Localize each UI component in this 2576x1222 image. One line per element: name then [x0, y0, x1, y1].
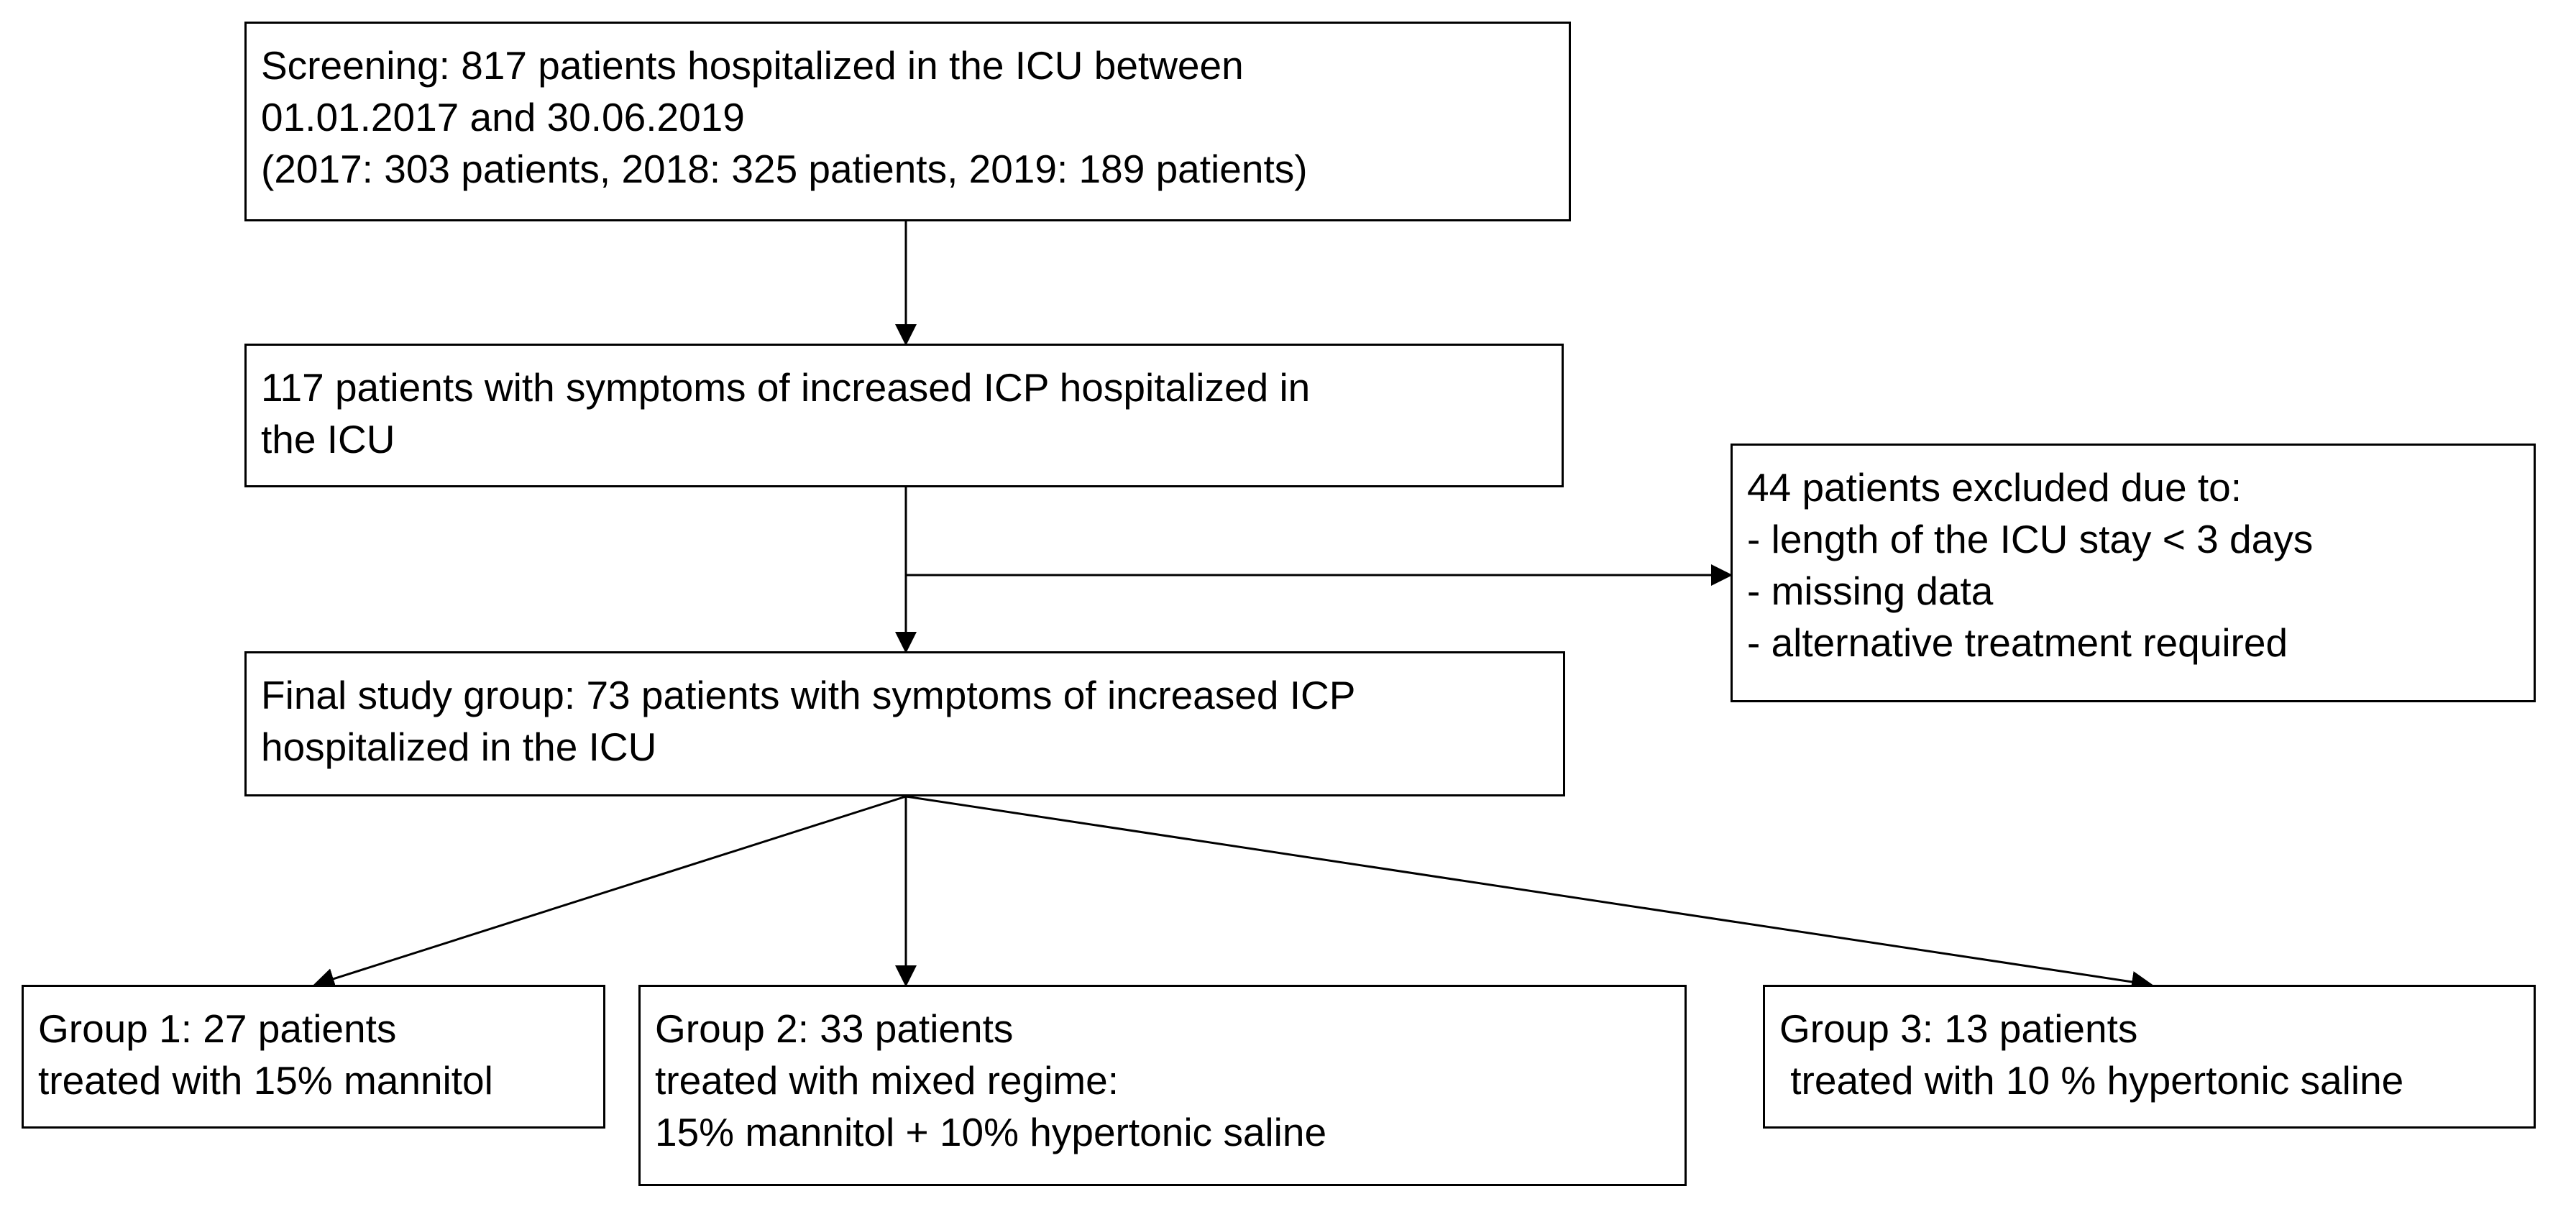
- excluded-line-1: 44 patients excluded due to:: [1747, 465, 2242, 510]
- group3-line-2: treated with 10 % hypertonic saline: [1779, 1058, 2404, 1103]
- excluded-line-4: - alternative treatment required: [1747, 620, 2288, 665]
- excluded-box: 44 patients excluded due to: - length of…: [1731, 444, 2536, 702]
- excluded-line-2: - length of the ICU stay < 3 days: [1747, 517, 2314, 561]
- group1-line-2: treated with 15% mannitol: [38, 1058, 493, 1103]
- screening-line-2: 01.01.2017 and 30.06.2019: [261, 95, 745, 139]
- group2-line-2: treated with mixed regime:: [655, 1058, 1119, 1103]
- screening-box: Screening: 817 patients hospitalized in …: [244, 22, 1571, 221]
- final-line-2: hospitalized in the ICU: [261, 725, 657, 769]
- group2-box: Group 2: 33 patients treated with mixed …: [638, 985, 1687, 1186]
- symptoms-box: 117 patients with symptoms of increased …: [244, 344, 1564, 487]
- excluded-line-3: - missing data: [1747, 569, 1994, 613]
- group2-line-1: Group 2: 33 patients: [655, 1006, 1014, 1051]
- symptoms-line-1: 117 patients with symptoms of increased …: [261, 365, 1311, 410]
- symptoms-line-2: the ICU: [261, 417, 395, 461]
- arrow-final-to-group3: [905, 795, 2153, 993]
- screening-line-3: (2017: 303 patients, 2018: 325 patients,…: [261, 147, 1308, 191]
- group1-box: Group 1: 27 patients treated with 15% ma…: [22, 985, 605, 1129]
- arrow-final-to-group1: [313, 795, 907, 990]
- group1-line-1: Group 1: 27 patients: [38, 1006, 397, 1051]
- final-study-group-box: Final study group: 73 patients with symp…: [244, 651, 1565, 796]
- group2-line-3: 15% mannitol + 10% hypertonic saline: [655, 1110, 1327, 1154]
- group3-line-1: Group 3: 13 patients: [1779, 1006, 2138, 1051]
- group3-box: Group 3: 13 patients treated with 10 % h…: [1763, 985, 2536, 1129]
- screening-line-1: Screening: 817 patients hospitalized in …: [261, 43, 1244, 88]
- final-line-1: Final study group: 73 patients with symp…: [261, 673, 1356, 717]
